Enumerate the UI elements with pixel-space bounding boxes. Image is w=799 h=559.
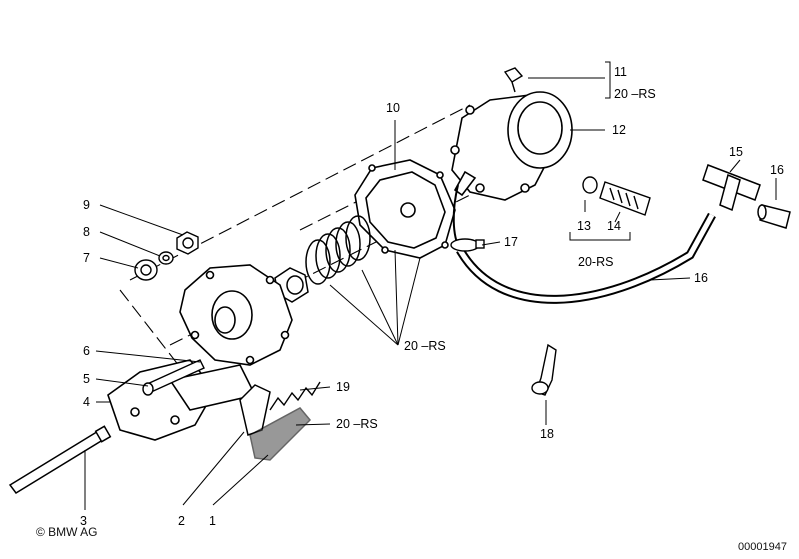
callout-19: 19 <box>336 380 350 394</box>
callout-16-right: 16 <box>770 163 784 177</box>
fuel-hose-part-16 <box>452 184 716 304</box>
callout-12: 12 <box>612 123 626 137</box>
spring-part-19 <box>269 381 321 411</box>
callout-3: 3 <box>80 514 87 528</box>
callout-6: 6 <box>83 344 90 358</box>
nut-part-9 <box>176 231 199 255</box>
callout-7: 7 <box>83 251 90 265</box>
banjo-bolt-part-14 <box>599 181 651 216</box>
diaphragm-part-10 <box>354 159 456 259</box>
callout-13: 13 <box>577 219 591 233</box>
document-number: 00001947 <box>738 541 787 553</box>
callout-11: 11 <box>614 65 627 79</box>
callout-18: 18 <box>540 427 554 441</box>
copyright-notice: © BMW AG <box>36 525 98 539</box>
clip-part-18 <box>531 343 557 396</box>
callout-2: 2 <box>178 514 185 528</box>
base-plate-part-4 <box>107 359 257 441</box>
lever-part-1 <box>239 384 312 461</box>
pushrod-part-3 <box>8 425 112 494</box>
seal-ring-part-13 <box>582 176 598 194</box>
callout-15: 15 <box>729 145 743 159</box>
callout-1: 1 <box>209 514 216 528</box>
bushing-part-7 <box>134 259 158 281</box>
callout-13-rs: 20-RS <box>578 255 613 269</box>
callout-20-rs-lower: 20 –RS <box>336 417 378 431</box>
callout-14: 14 <box>607 219 621 233</box>
lower-housing <box>179 264 293 366</box>
callout-20-rs-center: 20 –RS <box>404 339 446 353</box>
callout-5: 5 <box>83 372 90 386</box>
pump-cover-part-12 <box>450 91 573 201</box>
hose-end-part-16 <box>757 204 791 229</box>
t-connector-part-15 <box>702 164 761 212</box>
callout-17: 17 <box>504 235 518 249</box>
callout-10: 10 <box>386 101 400 115</box>
callout-8: 8 <box>83 225 90 239</box>
callout-9: 9 <box>83 198 90 212</box>
pump-spring <box>305 215 371 285</box>
callout-labels: 1 2 3 4 5 6 7 8 9 10 11 20 –RS 12 13 14 … <box>80 65 784 528</box>
washer-part-8 <box>158 251 174 265</box>
callout-11-rs: 20 –RS <box>614 87 656 101</box>
screw-part-11 <box>503 67 524 93</box>
pins-part-5-6 <box>142 359 205 396</box>
leader-lines <box>84 61 777 510</box>
callout-16-hose: 16 <box>694 271 708 285</box>
callout-4: 4 <box>83 395 90 409</box>
hose-clamp-part-17 <box>450 238 485 252</box>
